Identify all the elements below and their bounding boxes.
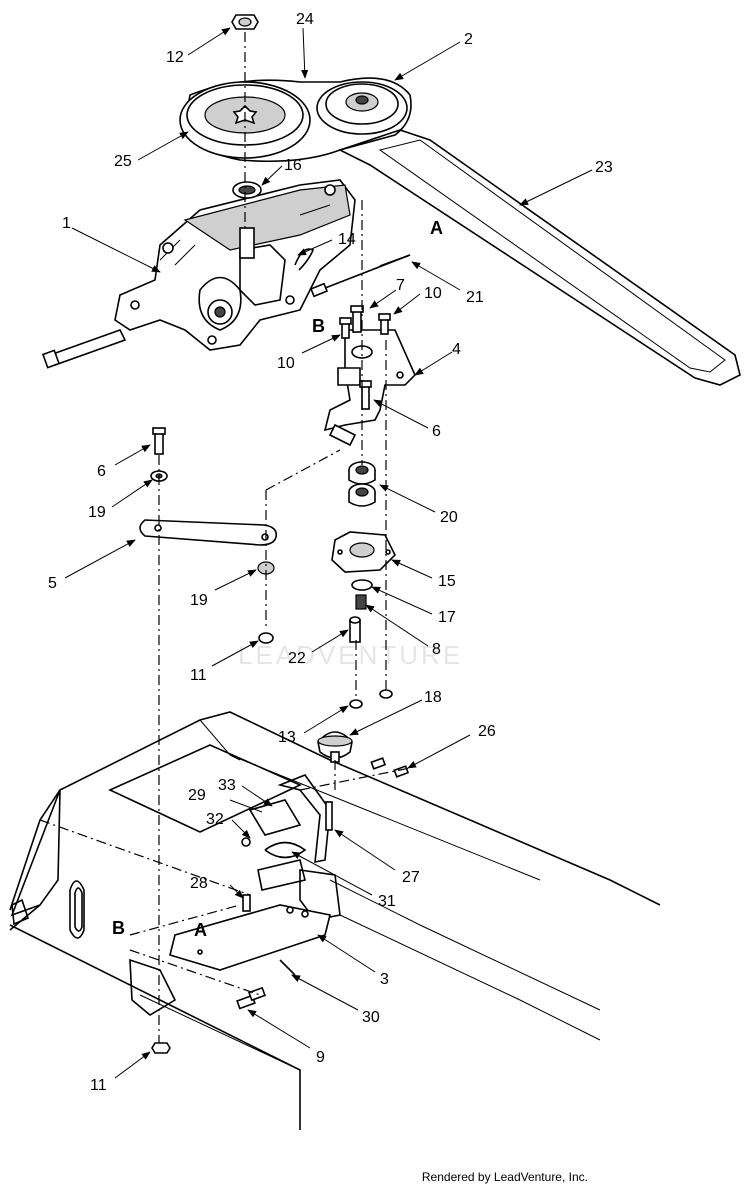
callout-10-left: 10 [277,355,295,372]
link-assembly [139,427,278,644]
letter-b-upper: B [312,316,325,336]
spacers-20 [348,461,376,507]
bracket-4 [323,329,416,447]
callout-27: 27 [402,869,420,886]
bracket-3 [169,904,331,976]
letter-b-lower: B [112,918,125,938]
callout-30: 30 [362,1009,380,1026]
callout-15: 15 [438,573,456,590]
callout-33: 33 [218,777,236,794]
transmission [41,179,356,369]
credit-text: Rendered by LeadVenture, Inc. [421,1170,588,1184]
idler-arm [337,129,741,386]
callout-19-upper: 19 [88,504,106,521]
callout-7: 7 [396,277,405,294]
callout-8: 8 [432,641,441,658]
callout-23: 23 [595,159,613,176]
bolts-26 [370,757,410,778]
callout-9: 9 [316,1049,325,1066]
letter-a-upper: A [430,218,443,238]
callout-25: 25 [114,153,132,170]
bolts-upper [339,305,391,410]
callout-11-lower: 11 [90,1077,107,1094]
bracket-15 [331,531,396,573]
callout-22: 22 [288,650,306,667]
callout-17: 17 [438,609,456,626]
callout-19-lower: 19 [190,592,208,609]
spring-14 [294,248,315,271]
callout-29: 29 [188,787,206,804]
rod-21 [309,254,411,298]
letter-a-lower: A [194,920,207,940]
bearing-16 [232,181,262,199]
watermark-text: LEADVENTURE [238,640,463,670]
callout-18: 18 [424,689,442,706]
callout-3: 3 [380,971,389,988]
callout-24: 24 [296,11,314,28]
callout-28: 28 [190,875,208,892]
callout-14: 14 [338,231,356,248]
center-lines [39,200,411,1043]
reference-letters: A B B A [112,218,443,940]
callout-31: 31 [378,893,396,910]
callout-32: 32 [206,811,224,828]
callout-1: 1 [62,215,71,232]
lever-27 [241,774,333,912]
callout-6-right: 6 [432,423,441,440]
callout-26: 26 [478,723,496,740]
leader-lines [64,27,593,1079]
callout-2: 2 [464,31,473,48]
callout-5: 5 [48,575,57,592]
nut-12 [231,14,259,30]
callout-11-upper: 11 [190,667,207,684]
callout-12: 12 [166,49,184,66]
callout-21: 21 [466,289,484,306]
callout-labels: 12 24 2 25 16 23 1 14 21 7 10 10 4 6 6 1… [48,11,613,1094]
callout-13: 13 [278,729,296,746]
hardware-center [349,579,393,709]
callout-20: 20 [440,509,458,526]
callout-4: 4 [452,341,461,358]
callout-16: 16 [284,157,302,174]
callout-10-right: 10 [424,285,442,302]
callout-6-left: 6 [97,463,106,480]
